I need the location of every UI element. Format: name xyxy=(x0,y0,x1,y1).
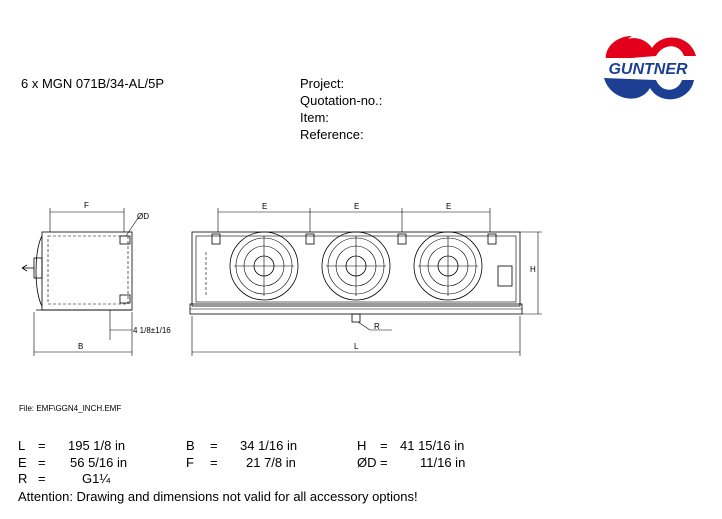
dim-label-d: ØD xyxy=(137,212,149,221)
side-view: F ØD 4 1/8±1/16 B xyxy=(21,201,171,356)
fan-2-icon xyxy=(321,231,391,301)
front-view: E E E xyxy=(189,202,542,356)
quotation-label: Quotation-no.: xyxy=(300,93,383,108)
dim-label-f: F xyxy=(84,201,89,210)
side-coil-hidden xyxy=(47,235,129,305)
dim-label-r: R xyxy=(374,322,380,331)
dim-label-e2: E xyxy=(354,202,359,211)
side-housing xyxy=(41,231,133,311)
tolerance-label: 4 1/8±1/16 xyxy=(133,326,171,335)
fan-1-icon xyxy=(229,231,299,301)
dim-label-e1: E xyxy=(262,202,267,211)
dim-label-h: H xyxy=(530,265,536,274)
terminal-box xyxy=(497,265,513,287)
fan-3-icon xyxy=(413,231,483,301)
model-designation: 6 x MGN 071B/34-AL/5P xyxy=(21,76,165,91)
drain-connection xyxy=(351,313,361,323)
reference-label: Reference: xyxy=(300,127,364,142)
side-fan-guard xyxy=(35,235,43,307)
dim-label-b: B xyxy=(78,342,83,351)
project-label: Project: xyxy=(300,76,345,91)
attention-note: Attention: Drawing and dimensions not va… xyxy=(18,489,418,504)
file-reference: File: EMF\GGN4_INCH.EMF xyxy=(19,404,122,413)
item-label: Item: xyxy=(300,110,329,125)
dim-label-l: L xyxy=(354,342,359,351)
side-connection xyxy=(119,235,131,245)
airflow-arrow-icon xyxy=(21,264,28,272)
side-motor xyxy=(33,257,43,279)
dim-label-e3: E xyxy=(446,202,451,211)
